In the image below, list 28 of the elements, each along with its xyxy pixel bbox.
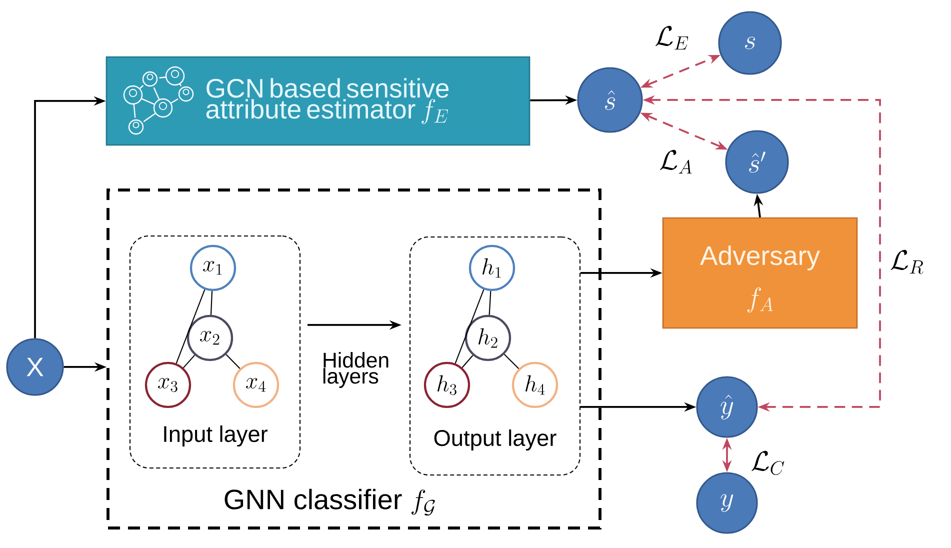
graph-node: $h_1$ [468, 244, 516, 292]
graph-edge [462, 355, 474, 368]
graph-edge [454, 289, 484, 364]
graph-node: $h_3$ [424, 362, 470, 408]
circle-node: X [6, 338, 64, 396]
graph-node: $x_3$ [144, 362, 192, 408]
graph-edge [176, 289, 206, 364]
adversary-box: Adversary $f_A$ [662, 217, 858, 329]
graph-node: $h_4$ [512, 362, 558, 408]
circle-node: $\hat{y}$ [696, 376, 758, 438]
graph-node: $x_4$ [232, 362, 280, 408]
circle-node: $s$ [718, 11, 782, 75]
graph-edge [226, 354, 240, 369]
graph-edge [182, 354, 196, 368]
graph-node: $x_2$ [186, 314, 234, 362]
graph-node: $h_2$ [464, 314, 512, 362]
circle-node: $\hat{s}$ [577, 67, 643, 133]
graph-node: $x_1$ [190, 244, 236, 292]
circle-node: $\hat{s}'$ [725, 130, 789, 194]
edge-label: $\mathcal{L}_E$ [653, 25, 691, 51]
edge-label: $\mathcal{L}_R$ [888, 249, 926, 275]
edge-label: $\mathcal{L}_A$ [658, 149, 694, 175]
edge-label: Hidden layers [320, 350, 388, 390]
circle-node: $y$ [696, 472, 758, 534]
estimator-box: GCN based sensitive attribute estimator $f_E$ [106, 56, 530, 146]
graph-edge [504, 354, 520, 370]
graph-edge [488, 290, 492, 315]
graph-edge [210, 291, 213, 315]
